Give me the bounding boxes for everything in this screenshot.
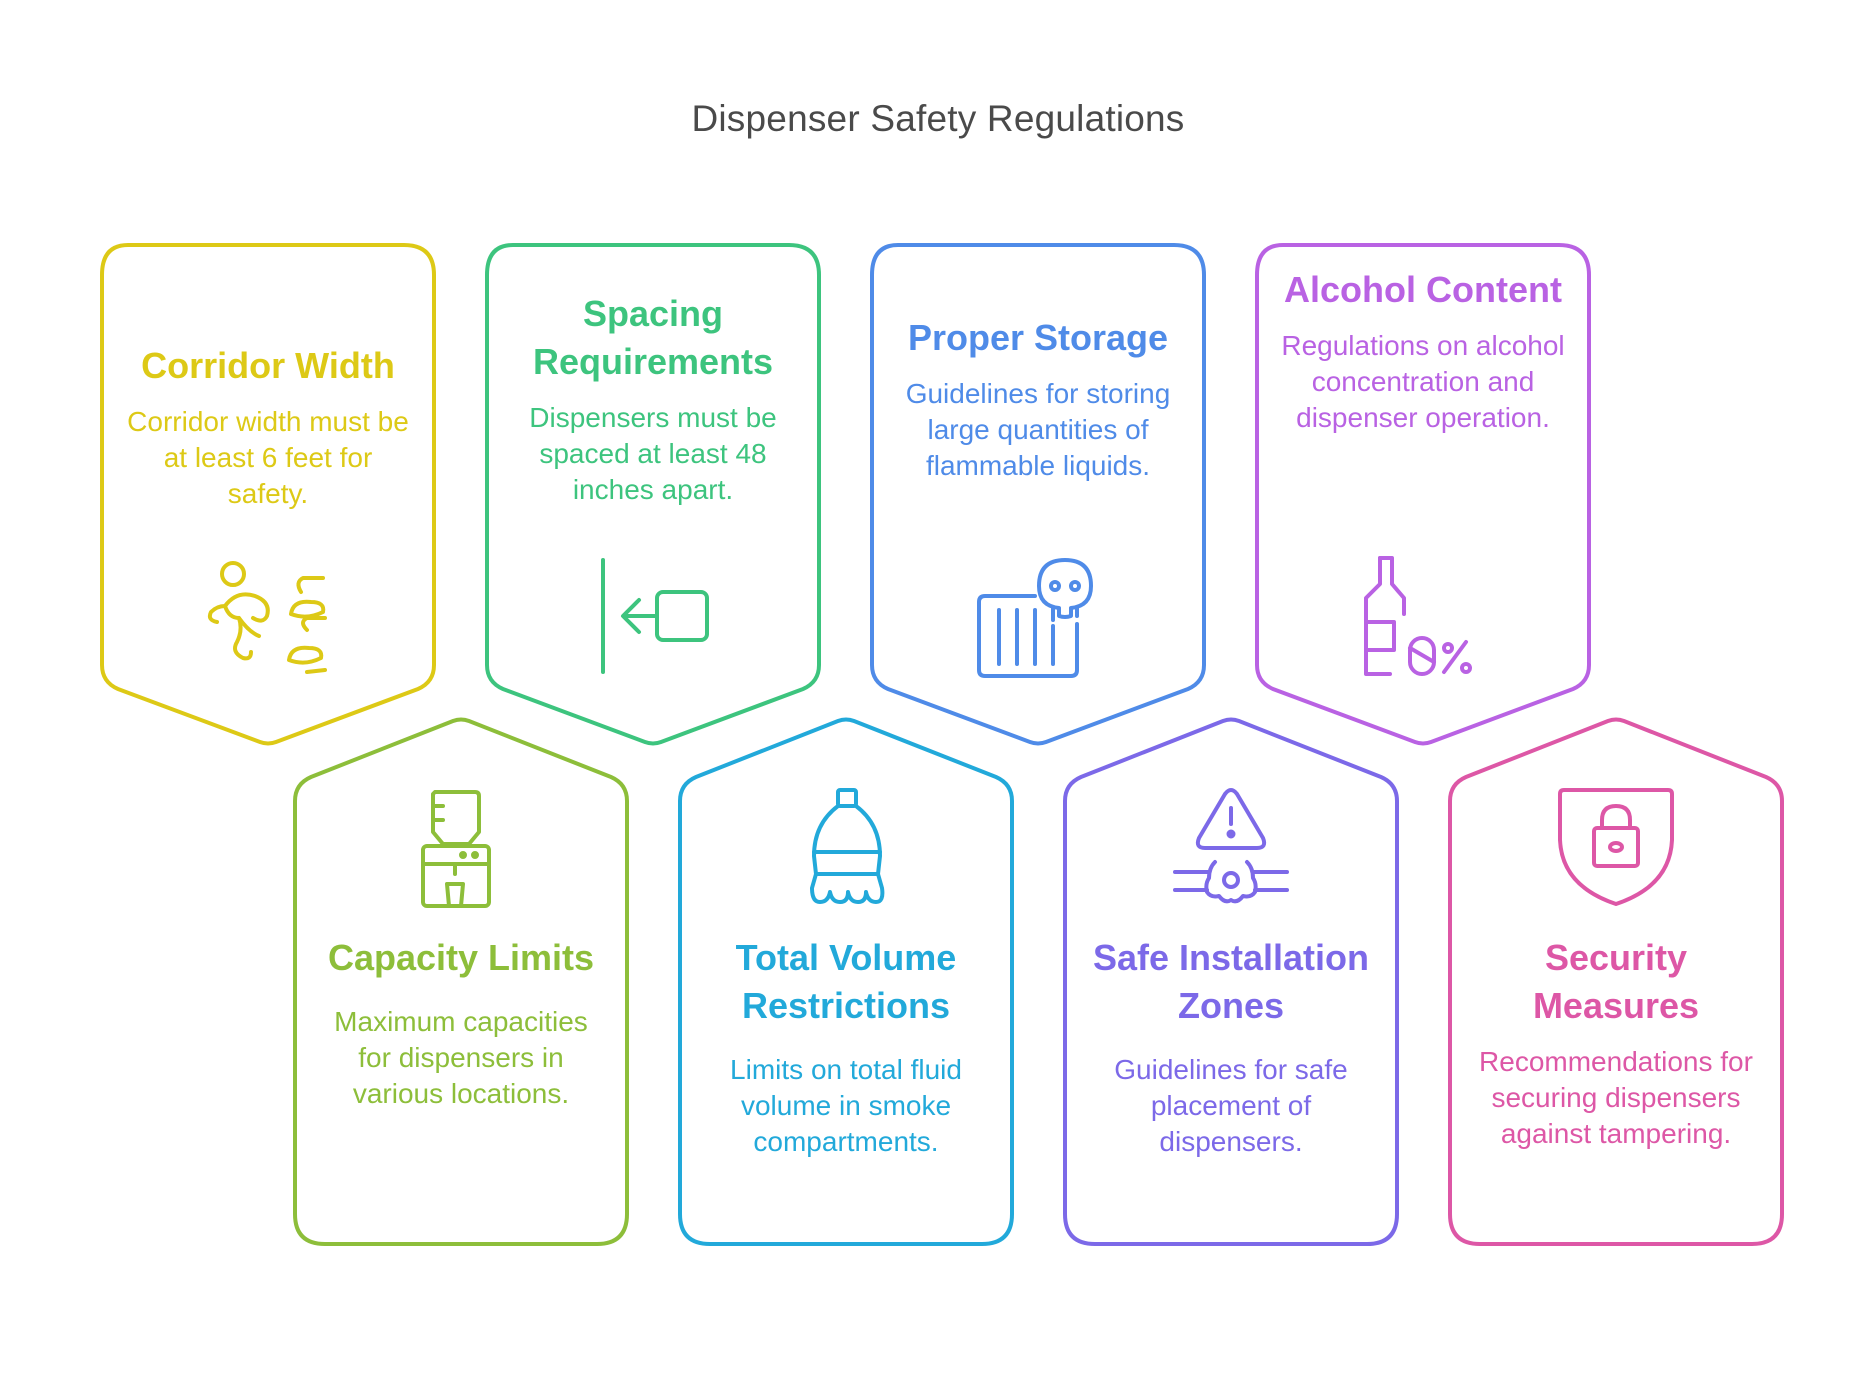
card-description: Corridor width must be at least 6 feet f…	[127, 406, 409, 509]
toxic-storage-skull-icon	[868, 556, 1208, 678]
card-security-measures: Security Measures Recommendations for se…	[1446, 716, 1786, 1248]
card-capacity-limits: Capacity Limits Maximum capacities for d…	[291, 716, 631, 1248]
running-person-fire-icon	[98, 560, 438, 675]
card-heading: Spacing Requirements	[532, 293, 774, 382]
card-description: Dispensers must be spaced at least 48 in…	[529, 402, 777, 505]
card-description: Limits on total fluid volume in smoke co…	[730, 1054, 962, 1157]
card-heading: Capacity Limits	[327, 937, 595, 978]
card-heading: Security Measures	[1532, 937, 1700, 1026]
card-description: Recommendations for securing dispensers …	[1479, 1046, 1753, 1149]
card-frame	[485, 243, 821, 746]
warning-pipe-leak-icon	[1061, 788, 1401, 908]
card-frame	[1448, 717, 1784, 1246]
card-frame	[100, 243, 436, 746]
card-frame	[678, 717, 1014, 1246]
card-frame	[1255, 243, 1591, 746]
card-frame	[870, 243, 1206, 746]
card-heading: Safe Installation Zones	[1092, 937, 1370, 1026]
card-frame	[293, 717, 629, 1246]
card-spacing-requirements: Spacing Requirements Dispensers must be …	[483, 242, 823, 747]
card-heading: Corridor Width	[141, 345, 395, 386]
card-frame	[1063, 717, 1399, 1246]
spacing-arrow-icon	[483, 558, 823, 674]
card-description: Guidelines for safe placement of dispens…	[1114, 1054, 1348, 1157]
shield-lock-icon	[1446, 788, 1786, 908]
bottle-zero-percent-icon	[1253, 556, 1593, 678]
card-safe-installation-zones: Safe Installation Zones Guidelines for s…	[1061, 716, 1401, 1248]
diagram-title: Dispenser Safety Regulations	[691, 98, 1185, 139]
card-heading: Proper Storage	[907, 317, 1169, 358]
water-cooler-icon	[291, 788, 631, 908]
card-description: Regulations on alcohol concentration and…	[1281, 330, 1565, 433]
card-proper-storage: Proper Storage Guidelines for storing la…	[868, 242, 1208, 747]
card-description: Maximum capacities for dispensers in var…	[334, 1006, 588, 1109]
bottle-icon	[676, 788, 1016, 908]
card-heading: Total Volume Restrictions	[735, 937, 957, 1026]
card-description: Guidelines for storing large quantities …	[905, 378, 1171, 481]
card-heading: Alcohol Content	[1284, 269, 1562, 310]
card-total-volume-restrictions: Total Volume Restrictions Limits on tota…	[676, 716, 1016, 1248]
card-alcohol-content: Alcohol Content Regulations on alcohol c…	[1253, 242, 1593, 747]
card-corridor-width: Corridor Width Corridor width must be at…	[98, 242, 438, 747]
